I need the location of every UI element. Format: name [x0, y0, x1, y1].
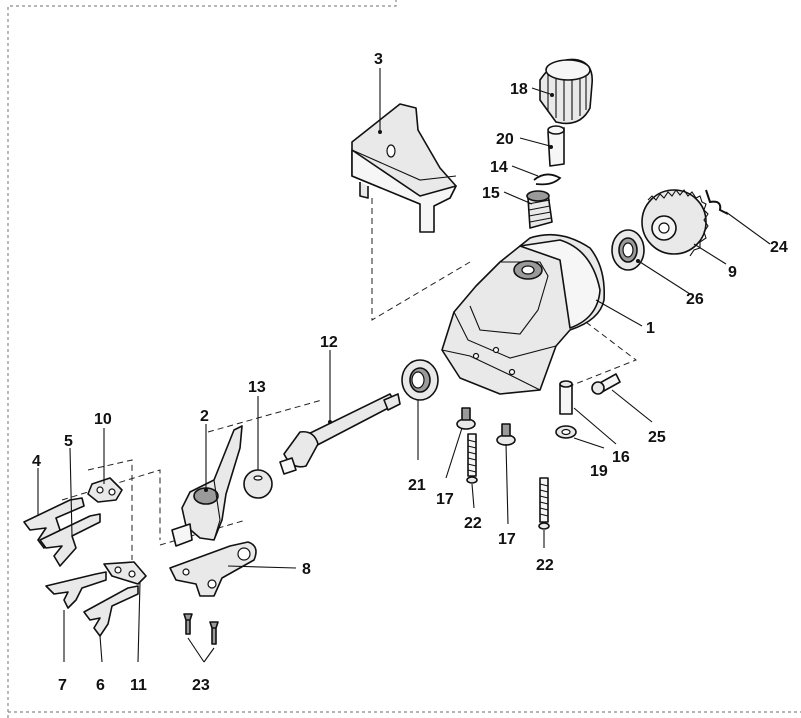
part-10-connector — [87, 477, 123, 503]
part-4-5-upper-blades — [23, 497, 101, 567]
part-11-connector — [103, 561, 147, 585]
callout-24: 24 — [770, 239, 788, 256]
part-21-bearing — [401, 359, 439, 401]
callout-6: 6 — [96, 677, 105, 694]
callout-16: 16 — [612, 449, 630, 466]
part-16-spacer — [559, 380, 573, 415]
callout-17a: 17 — [436, 491, 454, 508]
part-20-pin — [547, 125, 565, 167]
callout-1: 1 — [646, 320, 655, 337]
callout-8: 8 — [302, 561, 311, 578]
part-3-cover — [351, 103, 457, 233]
callout-14: 14 — [490, 159, 508, 176]
callout-9: 9 — [728, 264, 737, 281]
part-14-circlip — [533, 173, 562, 186]
part-2-blade-holder — [171, 425, 243, 547]
callout-25: 25 — [648, 429, 666, 446]
callout-4: 4 — [32, 453, 41, 470]
callout-11: 11 — [130, 677, 147, 694]
part-25-bolt — [591, 373, 621, 395]
part-12-shaft — [279, 393, 401, 475]
callout-22b: 22 — [536, 557, 554, 574]
callout-26: 26 — [686, 291, 704, 308]
callout-17b: 17 — [498, 531, 516, 548]
part-17-nuts — [456, 407, 516, 446]
part-19-nut — [555, 425, 577, 439]
callout-22a: 22 — [464, 515, 482, 532]
callout-3: 3 — [374, 51, 383, 68]
callout-23: 23 — [192, 677, 210, 694]
page-frame — [7, 0, 801, 718]
callout-21: 21 — [408, 477, 426, 494]
part-15-bushing — [526, 190, 553, 229]
part-9-gear — [641, 189, 709, 257]
leader-lines — [37, 68, 771, 663]
part-8-plate — [169, 541, 257, 597]
callout-13: 13 — [248, 379, 266, 396]
callout-12: 12 — [320, 334, 338, 351]
callout-18: 18 — [510, 81, 528, 98]
callout-15: 15 — [482, 185, 500, 202]
callout-5: 5 — [64, 433, 73, 450]
part-13-ball — [243, 469, 273, 499]
part-18-knob — [539, 58, 594, 125]
part-24-clip — [705, 189, 729, 215]
callout-20: 20 — [496, 131, 514, 148]
part-22-screws — [466, 433, 550, 530]
callout-7: 7 — [58, 677, 67, 694]
part-7-6-lower-blades — [45, 571, 139, 637]
part-23-screws — [183, 613, 219, 645]
part-26-bearing — [611, 229, 645, 271]
part-1-gear-housing — [441, 233, 606, 395]
callout-19: 19 — [590, 463, 608, 480]
callout-2: 2 — [200, 408, 209, 425]
callout-10: 10 — [94, 411, 112, 428]
callout-labels: 1 2 3 4 5 6 7 8 9 10 11 12 13 14 15 16 1… — [32, 51, 788, 694]
